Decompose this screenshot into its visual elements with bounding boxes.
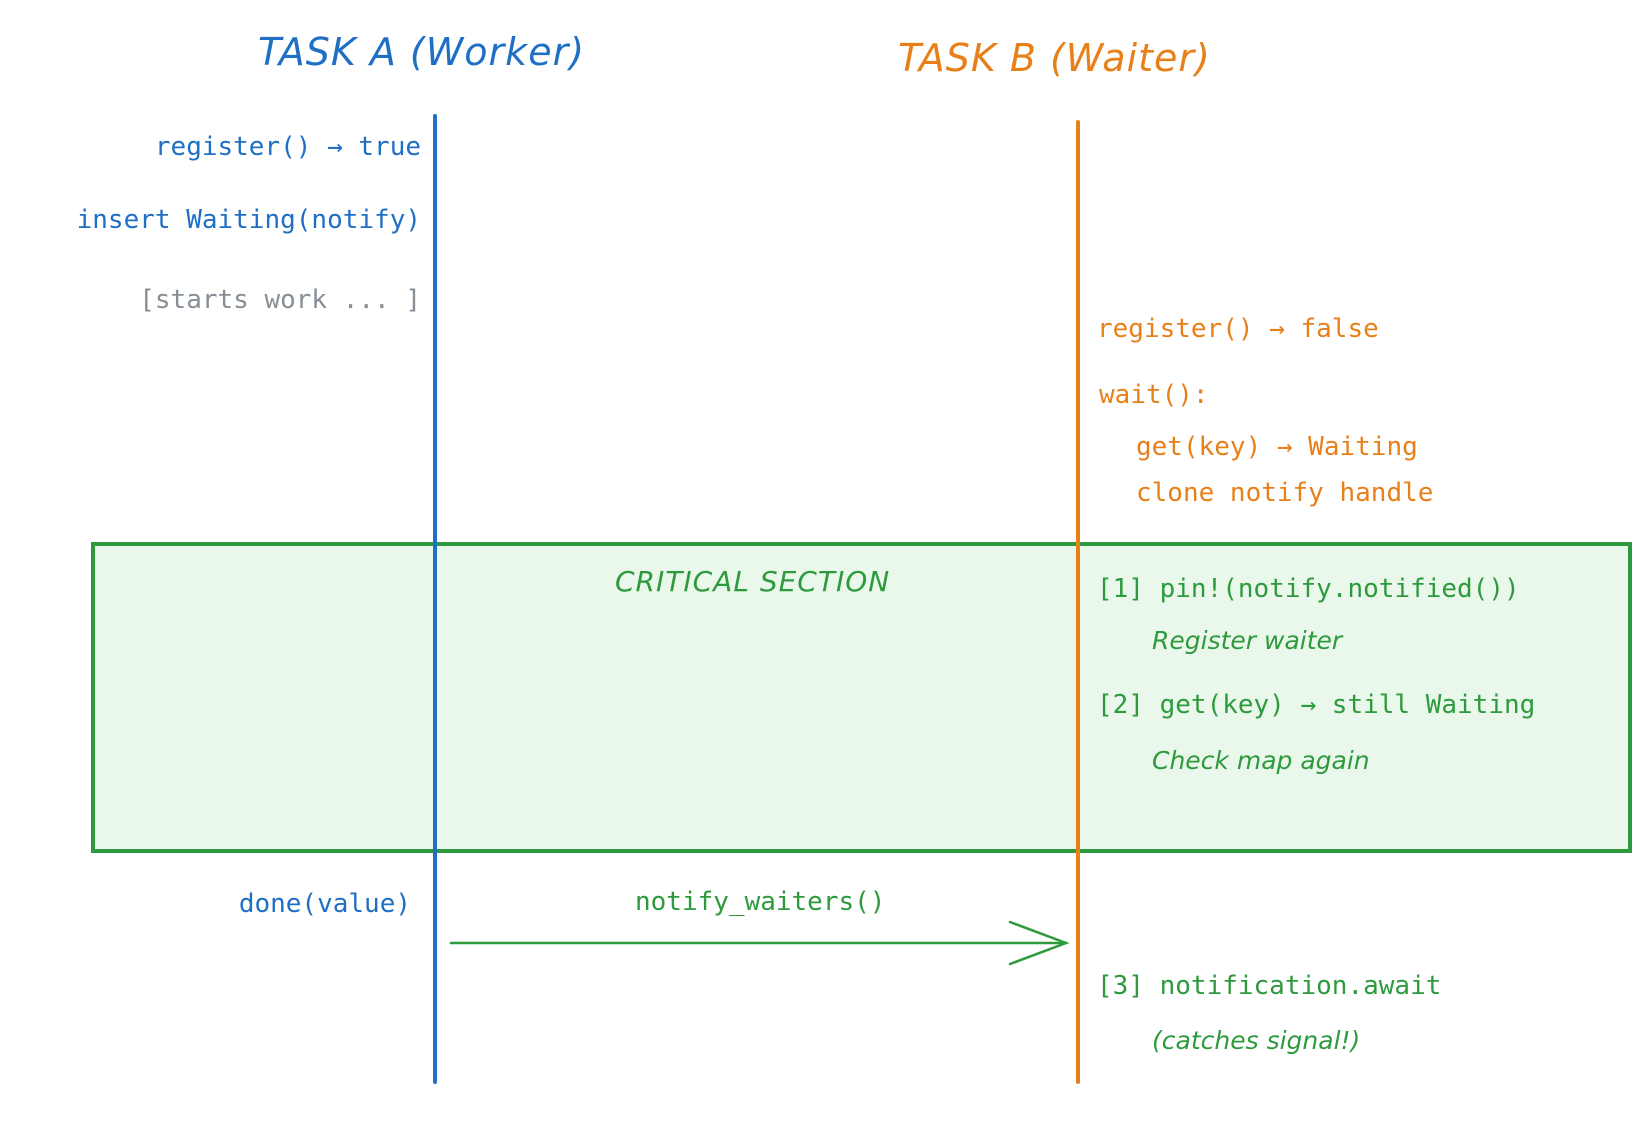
critical-section-label: CRITICAL SECTION	[615, 565, 891, 598]
task-a-insert: insert Waiting(notify)	[76, 205, 421, 235]
step-1: [1] pin!(notify.notified())	[1097, 574, 1520, 604]
step-3-note: (catches signal!)	[1152, 1026, 1361, 1055]
step-3: [3] notification.await	[1097, 971, 1442, 1001]
step-2: [2] get(key) → still Waiting	[1097, 690, 1536, 720]
notify-waiters-label: notify_waiters()	[635, 887, 886, 917]
task-b-register: register() → false	[1097, 314, 1379, 344]
step-2-note: Check map again	[1152, 746, 1370, 775]
task-a-done: done(value)	[238, 889, 411, 919]
task-a-title: TASK A (Worker)	[258, 30, 586, 74]
critical-section-box	[91, 542, 1632, 853]
task-a-register: register() → true	[154, 132, 421, 162]
notify-arrow	[449, 920, 1070, 966]
task-b-title: TASK B (Waiter)	[898, 36, 1211, 80]
task-b-wait: wait():	[1099, 380, 1209, 410]
task-b-get-key: get(key) → Waiting	[1136, 432, 1418, 462]
task-b-clone: clone notify handle	[1136, 478, 1434, 508]
task-a-starts-work: [starts work ... ]	[139, 285, 421, 315]
step-1-note: Register waiter	[1152, 626, 1343, 655]
